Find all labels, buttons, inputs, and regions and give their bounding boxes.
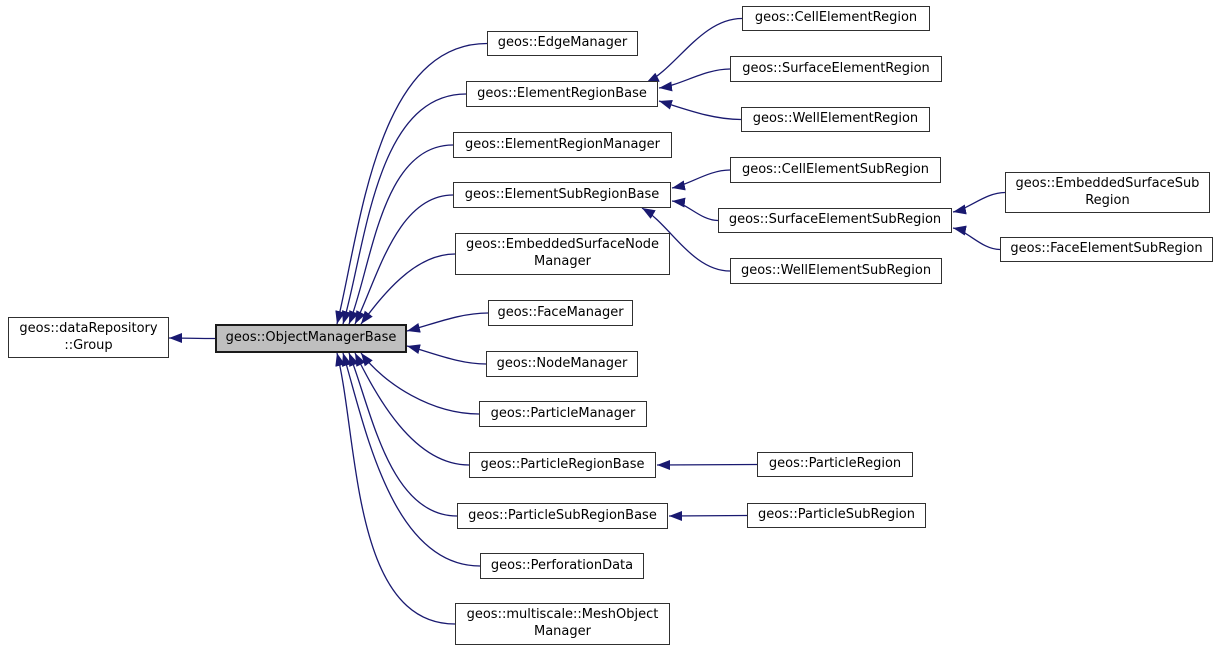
class-node-particle-sub-region-base[interactable]: geos::ParticleSubRegionBase bbox=[457, 503, 668, 529]
class-node-face-element-sub-region[interactable]: geos::FaceElementSubRegion bbox=[1000, 237, 1213, 262]
class-node-particle-sub-region[interactable]: geos::ParticleSubRegion bbox=[747, 503, 926, 528]
class-node-label: geos::SurfaceElementRegion bbox=[742, 60, 930, 76]
class-node-well-element-sub-region[interactable]: geos::WellElementSubRegion bbox=[730, 258, 942, 284]
inheritance-edge-element-sub-region-base-to-object-manager-base bbox=[354, 194, 454, 325]
class-node-surface-element-region[interactable]: geos::SurfaceElementRegion bbox=[730, 56, 942, 82]
class-node-label: geos::FaceElementSubRegion bbox=[1010, 241, 1203, 257]
class-node-embedded-surface-node-manager[interactable]: geos::EmbeddedSurfaceNode Manager bbox=[455, 233, 670, 275]
class-node-label: geos::CellElementSubRegion bbox=[741, 161, 930, 177]
inheritance-edge-element-region-base-to-object-manager-base bbox=[341, 93, 467, 325]
class-node-face-manager[interactable]: geos::FaceManager bbox=[488, 300, 633, 326]
class-node-label: geos::EdgeManager bbox=[497, 35, 628, 51]
class-node-label: geos::ParticleRegion bbox=[768, 456, 902, 472]
inheritance-edge-particle-manager-to-object-manager-base bbox=[360, 352, 480, 415]
class-node-well-element-region[interactable]: geos::WellElementRegion bbox=[741, 107, 930, 132]
inheritance-edge-face-element-sub-region-to-surface-element-sub-region bbox=[952, 225, 1001, 251]
class-node-element-sub-region-base[interactable]: geos::ElementSubRegionBase bbox=[453, 182, 671, 208]
class-node-label: geos::EmbeddedSurfaceNode Manager bbox=[465, 237, 660, 269]
class-node-label: geos::ParticleSubRegionBase bbox=[468, 507, 657, 523]
class-node-label: geos::CellElementRegion bbox=[754, 10, 918, 26]
inheritance-edge-well-element-sub-region-to-element-sub-region-base bbox=[641, 207, 731, 272]
class-node-label: geos::ObjectManagerBase bbox=[225, 330, 397, 346]
inheritance-edge-particle-sub-region-base-to-object-manager-base bbox=[348, 352, 458, 517]
class-node-label: geos::dataRepository ::Group bbox=[19, 320, 158, 353]
inheritance-edge-well-element-region-to-element-region-base bbox=[658, 99, 742, 121]
class-node-surface-element-sub-region[interactable]: geos::SurfaceElementSubRegion bbox=[718, 208, 952, 233]
class-node-embedded-surface-sub-region[interactable]: geos::EmbeddedSurfaceSub Region bbox=[1005, 172, 1210, 213]
inheritance-edge-node-manager-to-object-manager-base bbox=[406, 344, 487, 365]
class-node-particle-region[interactable]: geos::ParticleRegion bbox=[757, 452, 913, 477]
class-node-object-manager-base[interactable]: geos::ObjectManagerBase bbox=[215, 324, 407, 353]
class-node-label: geos::FaceManager bbox=[497, 304, 624, 320]
class-node-group[interactable]: geos::dataRepository ::Group bbox=[8, 317, 169, 358]
inheritance-edge-element-region-manager-to-object-manager-base bbox=[348, 144, 454, 325]
inheritance-edge-perforation-data-to-object-manager-base bbox=[341, 352, 481, 567]
inheritance-edge-surface-element-sub-region-to-element-sub-region-base bbox=[671, 197, 719, 222]
class-node-edge-manager[interactable]: geos::EdgeManager bbox=[487, 31, 638, 56]
inheritance-edge-particle-region-to-particle-region-base bbox=[656, 459, 758, 470]
class-node-label: geos::ElementRegionBase bbox=[477, 85, 647, 101]
class-node-label: geos::ParticleSubRegion bbox=[757, 507, 915, 523]
class-node-label: geos::ElementRegionManager bbox=[464, 136, 661, 152]
class-node-particle-region-base[interactable]: geos::ParticleRegionBase bbox=[469, 452, 656, 478]
inheritance-edge-cell-element-region-to-element-region-base bbox=[645, 17, 743, 84]
inheritance-edge-embedded-surface-node-manager-to-object-manager-base bbox=[360, 253, 456, 325]
class-node-label: geos::PerforationData bbox=[490, 557, 634, 573]
class-node-label: geos::WellElementRegion bbox=[752, 111, 919, 127]
inheritance-edge-face-manager-to-object-manager-base bbox=[406, 312, 489, 333]
class-node-label: geos::SurfaceElementSubRegion bbox=[728, 212, 942, 228]
class-node-label: geos::ParticleManager bbox=[490, 405, 636, 421]
class-node-label: geos::EmbeddedSurfaceSub Region bbox=[1015, 175, 1200, 208]
class-node-node-manager[interactable]: geos::NodeManager bbox=[486, 351, 638, 377]
class-node-cell-element-region[interactable]: geos::CellElementRegion bbox=[742, 6, 930, 31]
class-node-label: geos::WellElementSubRegion bbox=[740, 262, 932, 278]
inheritance-edge-object-manager-base-to-group bbox=[168, 333, 216, 344]
class-node-cell-element-sub-region[interactable]: geos::CellElementSubRegion bbox=[730, 157, 941, 183]
inheritance-edge-particle-region-base-to-object-manager-base bbox=[354, 352, 470, 466]
inheritance-edge-edge-manager-to-object-manager-base bbox=[335, 42, 488, 325]
inheritance-edge-surface-element-region-to-element-region-base bbox=[658, 68, 731, 92]
inheritance-edge-multiscale-mesh-object-manager-to-object-manager-base bbox=[335, 352, 456, 625]
inheritance-edge-particle-sub-region-to-particle-sub-region-base bbox=[668, 510, 748, 521]
class-node-element-region-base[interactable]: geos::ElementRegionBase bbox=[466, 81, 658, 107]
inheritance-edge-embedded-surface-sub-region-to-surface-element-sub-region bbox=[952, 191, 1006, 215]
class-node-particle-manager[interactable]: geos::ParticleManager bbox=[479, 401, 647, 427]
class-node-label: geos::NodeManager bbox=[496, 355, 628, 371]
class-node-multiscale-mesh-object-manager[interactable]: geos::multiscale::MeshObject Manager bbox=[455, 603, 670, 645]
class-node-label: geos::ElementSubRegionBase bbox=[464, 186, 660, 202]
class-node-element-region-manager[interactable]: geos::ElementRegionManager bbox=[453, 132, 672, 158]
class-node-label: geos::ParticleRegionBase bbox=[480, 456, 645, 472]
class-node-perforation-data[interactable]: geos::PerforationData bbox=[480, 553, 644, 579]
class-node-label: geos::multiscale::MeshObject Manager bbox=[466, 607, 659, 639]
inheritance-edge-cell-element-sub-region-to-element-sub-region-base bbox=[671, 169, 731, 191]
